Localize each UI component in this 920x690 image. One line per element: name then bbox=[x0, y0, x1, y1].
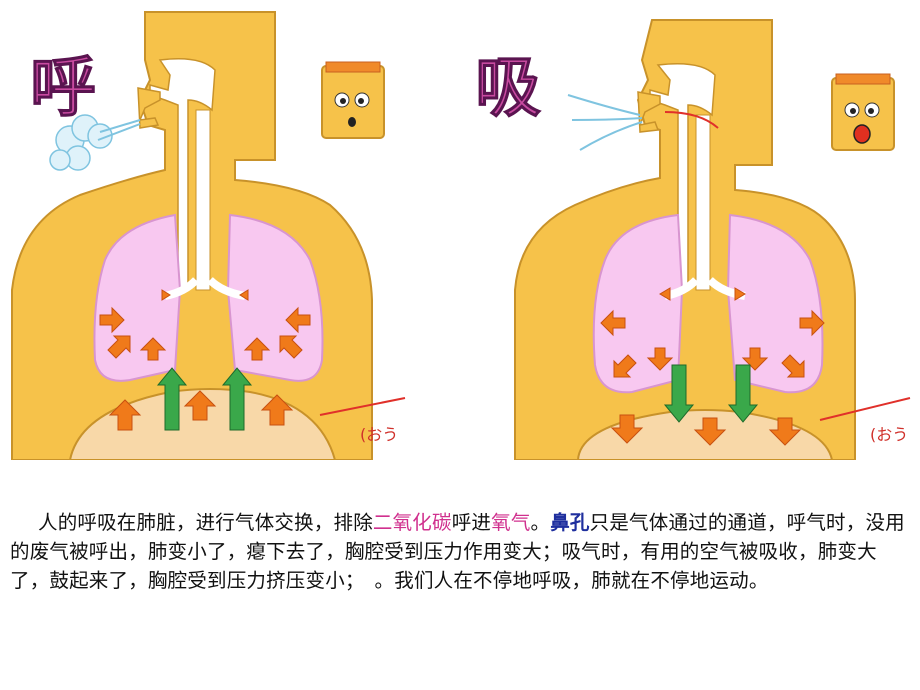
green-arrows-down bbox=[663, 364, 759, 423]
side-label-left: (おう bbox=[360, 425, 398, 444]
face-icon-inhale bbox=[831, 73, 895, 151]
explanation-text: 人的呼吸在肺脏，进行气体交换，排除二氧化碳呼进氧气。鼻孔只是气体通过的通道，呼气… bbox=[10, 508, 910, 595]
caption-co2: 二氧化碳 bbox=[372, 511, 452, 534]
left-lung bbox=[93, 213, 182, 382]
caption-part-1: 人的呼吸在肺脏，进行气体交换，排除 bbox=[38, 511, 373, 534]
face-icon-exhale bbox=[321, 61, 385, 139]
right-lung bbox=[226, 213, 324, 382]
caption-o2: 氧气 bbox=[491, 511, 531, 534]
inhale-diagram: 吸 (おう bbox=[460, 0, 920, 460]
inhale-breath bbox=[567, 94, 643, 151]
green-arrows-up bbox=[156, 367, 253, 431]
caption-part-3: 。 bbox=[530, 511, 551, 534]
inhale-title: 吸 bbox=[475, 49, 541, 126]
caption-part-2: 呼进 bbox=[451, 511, 492, 534]
exhale-breath bbox=[49, 114, 113, 171]
side-label-right: (おう bbox=[870, 425, 908, 444]
caption-nose: 鼻孔 bbox=[550, 511, 590, 534]
caption-part-4: 只是气体通过的通道，呼气时，没用的废气被呼出，肺变小了，瘪下去了，胸腔受到压力作… bbox=[10, 511, 905, 592]
exhale-diagram: 呼 (おう bbox=[0, 0, 460, 460]
exhale-title: 呼 bbox=[30, 49, 96, 126]
